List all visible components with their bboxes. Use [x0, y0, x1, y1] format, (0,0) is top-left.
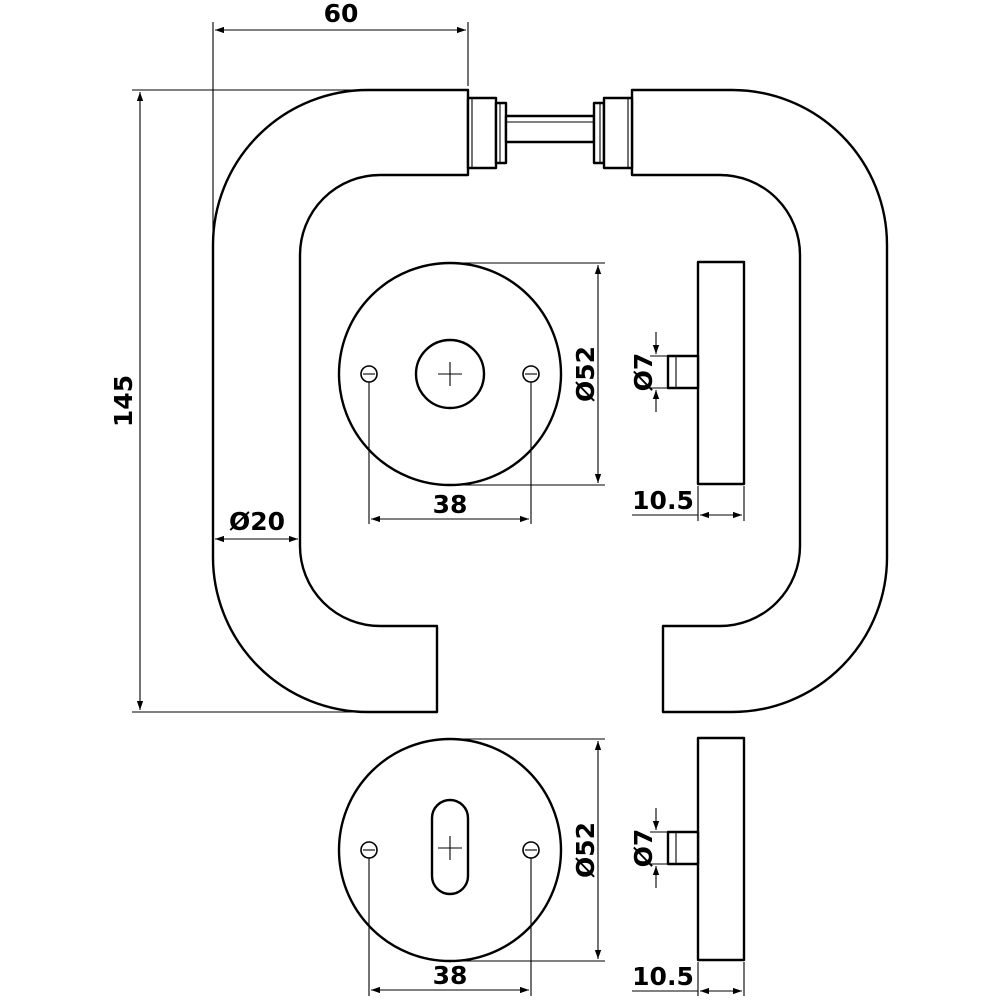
right-bush [602, 96, 634, 170]
spindle-assembly [466, 96, 634, 170]
dim-fixing-centres-top: 38 [368, 382, 532, 524]
top-rose-side-plate [696, 260, 746, 486]
right-lever-outline [630, 88, 889, 714]
dim-spindle-diameter-top: Ø7 [629, 332, 668, 412]
bottom-rose-side-plate [696, 736, 746, 962]
bottom-rose [337, 737, 563, 963]
dim-spindle-diameter-bottom-label: Ø7 [629, 829, 658, 868]
dim-rose-diameter-top: Ø52 [455, 262, 605, 486]
left-lever [211, 88, 470, 714]
dim-rose-depth-top-label: 10.5 [632, 486, 694, 515]
dim-rose-diameter-top-label: Ø52 [571, 346, 600, 402]
dim-spindle-diameter-bottom: Ø7 [629, 808, 668, 888]
top-rose-side-spindle [666, 354, 700, 390]
dim-rose-depth-bottom: 10.5 [632, 962, 745, 996]
right-lever [630, 88, 889, 714]
spindle-bar [504, 114, 596, 144]
dim-fixing-centres-bottom: 38 [368, 858, 532, 996]
dim-rose-diameter-bottom: Ø52 [455, 738, 605, 962]
dim-lever-diameter-label: Ø20 [229, 507, 285, 536]
dim-overall-height-label: 145 [109, 375, 138, 427]
dim-rose-depth-top: 10.5 [632, 486, 745, 521]
dim-rose-depth-bottom-label: 10.5 [632, 962, 694, 991]
top-rose [337, 261, 563, 487]
top-rose-side-view [666, 260, 746, 486]
dim-rose-diameter-bottom-label: Ø52 [571, 822, 600, 878]
dim-fixing-centres-top-label: 38 [433, 490, 468, 519]
dim-lever-projection-label: 60 [324, 0, 359, 28]
dim-lever-projection: 60 [212, 0, 469, 240]
dim-overall-height: 145 [109, 89, 365, 713]
right-bush-collar [592, 101, 606, 165]
dim-fixing-centres-bottom-label: 38 [433, 961, 468, 990]
dim-spindle-diameter-top-label: Ø7 [629, 353, 658, 392]
dim-lever-diameter: Ø20 [215, 507, 298, 543]
bottom-rose-side-spindle [666, 830, 700, 866]
left-bush-collar [494, 101, 508, 165]
bottom-rose-side-view [666, 736, 746, 962]
left-lever-outline [211, 88, 470, 714]
